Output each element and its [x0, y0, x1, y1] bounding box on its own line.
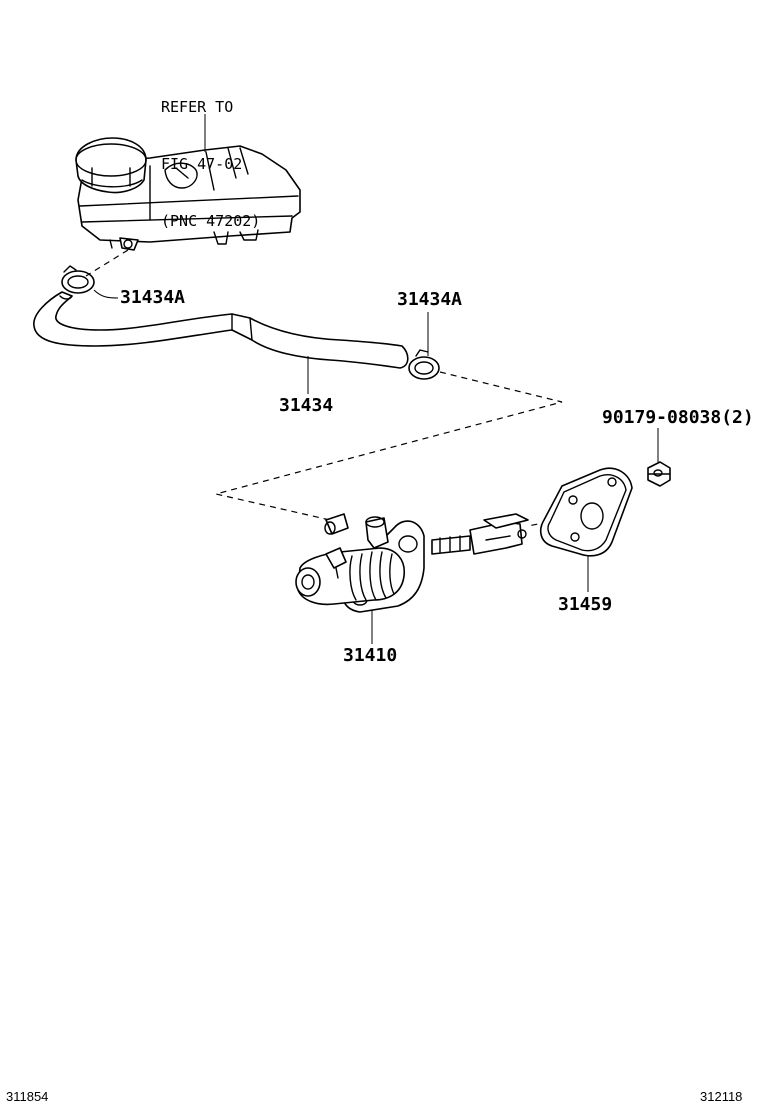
reference-line-2: FIG 47-02 [161, 155, 243, 173]
gasket [539, 467, 633, 557]
leader-line-clamp-upper [93, 289, 119, 299]
part-label-gasket[interactable]: 31459 [558, 594, 613, 615]
reference-line-1: REFER TO [161, 98, 234, 116]
part-label-master-cylinder[interactable]: 31410 [343, 645, 398, 666]
nut [647, 461, 671, 487]
dashed-line-hose-to-cylinder [215, 371, 563, 521]
footer-code-left: 311854 [6, 1089, 49, 1104]
reservoir-outlet-nipple [119, 237, 139, 251]
reservoir-cap [75, 137, 147, 194]
hose-clamp-upper [61, 265, 95, 294]
reservoir-hose [33, 291, 409, 369]
part-label-nut[interactable]: 90179-08038(2) [602, 407, 754, 428]
dashed-line-reservoir-to-clamp [85, 249, 129, 277]
hose-clamp-lower [408, 349, 440, 380]
part-label-clamp-lower[interactable]: 31434A [397, 289, 463, 310]
clutch-master-cylinder [295, 513, 529, 613]
part-label-hose[interactable]: 31434 [279, 395, 334, 416]
reference-note: REFER TO FIG 47-02 (PNC 47202) [161, 60, 260, 250]
part-label-clamp-upper[interactable]: 31434A [120, 287, 186, 308]
reference-line-3: (PNC 47202) [161, 212, 261, 230]
footer-code-right: 312118 [700, 1089, 743, 1104]
